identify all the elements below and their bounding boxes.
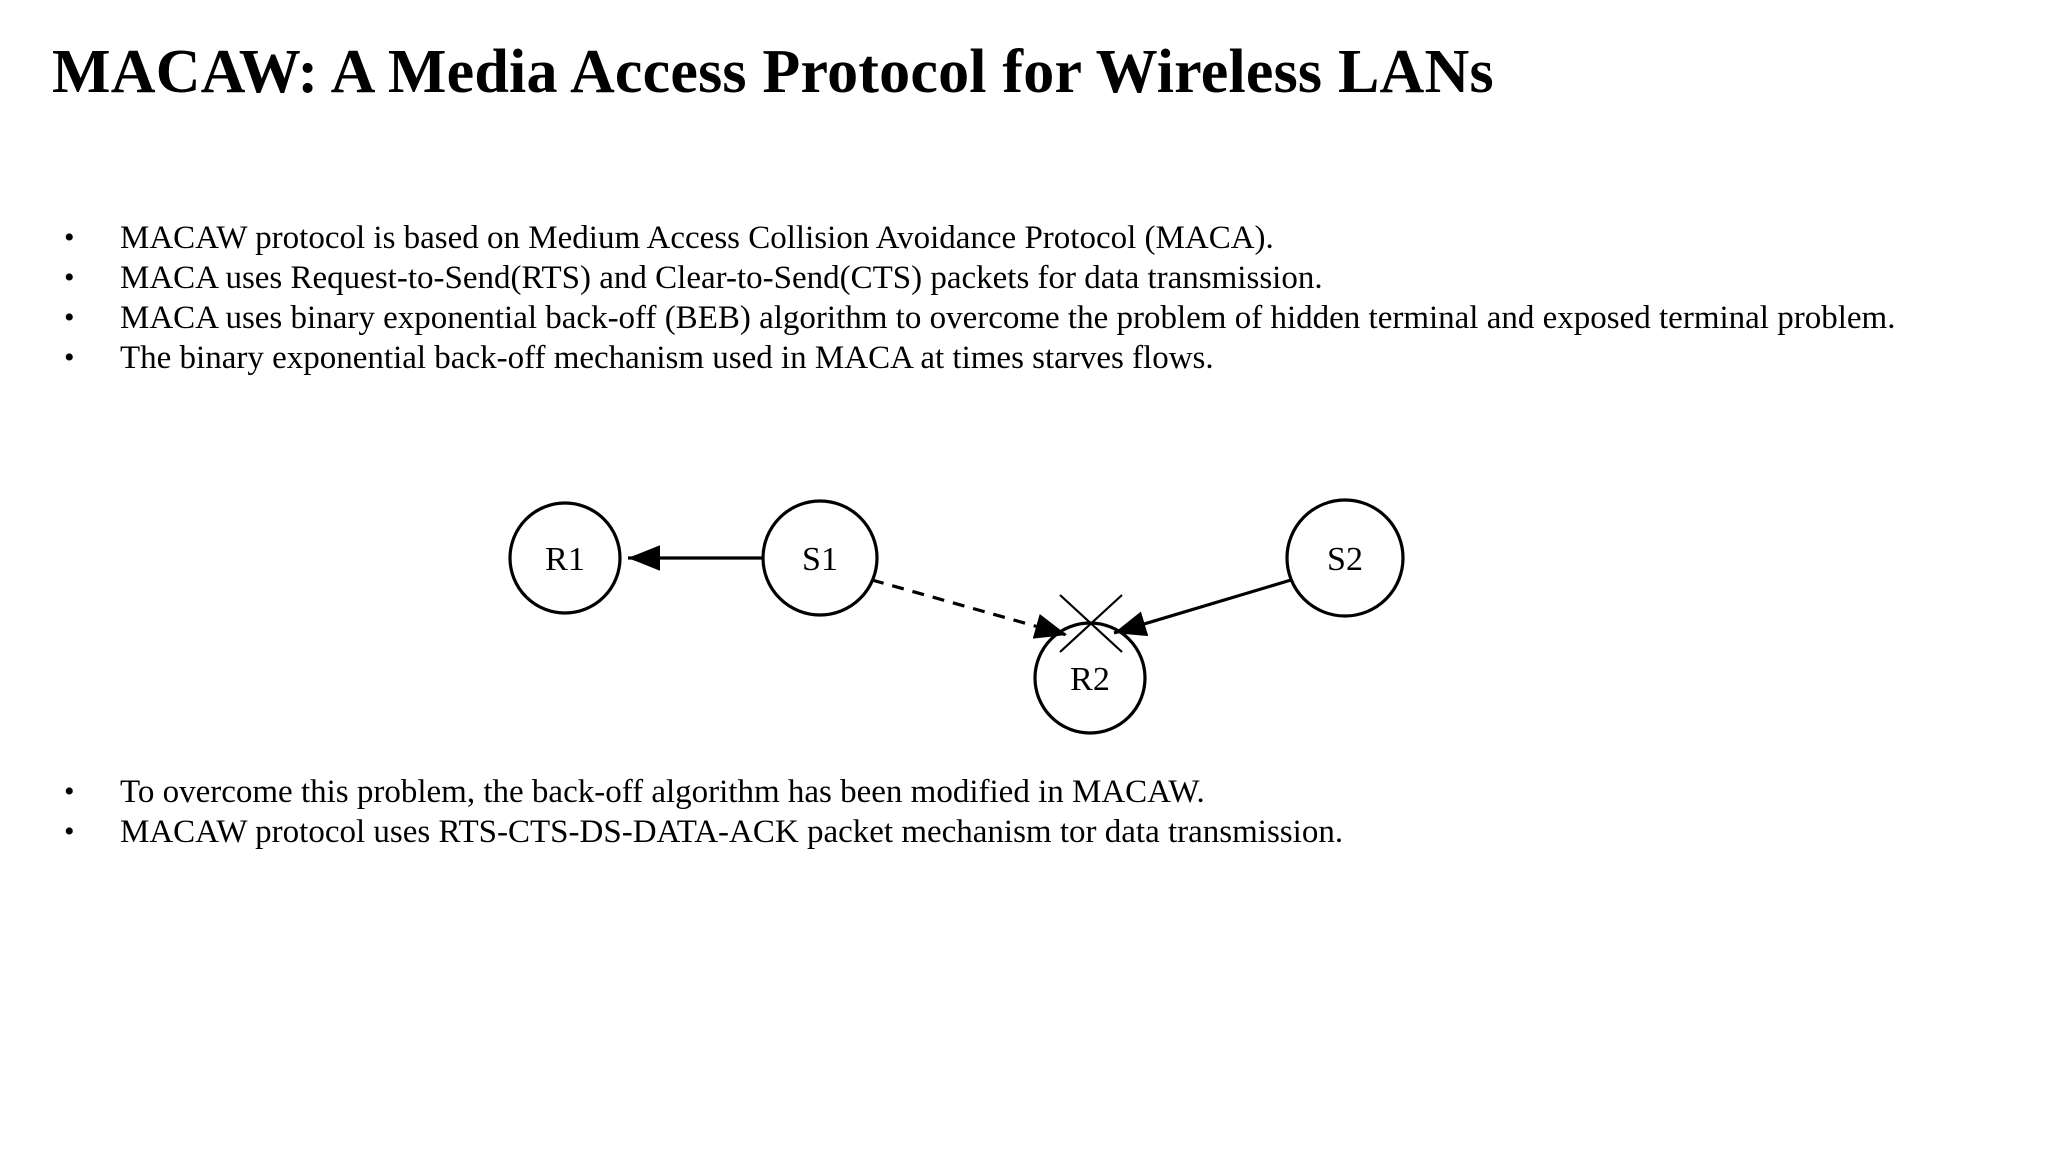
list-item: • MACA uses binary exponential back-off … <box>56 298 1996 338</box>
list-item: • MACA uses Request-to-Send(RTS) and Cle… <box>56 258 1996 298</box>
node-s1-label: S1 <box>802 541 838 578</box>
node-r2-label: R2 <box>1070 661 1110 698</box>
bullet-list-top: • MACAW protocol is based on Medium Acce… <box>56 218 1996 378</box>
list-item-text: MACAW protocol is based on Medium Access… <box>120 220 1274 256</box>
list-item-text: MACA uses binary exponential back-off (B… <box>120 300 1896 336</box>
list-item-text: MACAW protocol uses RTS-CTS-DS-DATA-ACK … <box>120 814 1344 850</box>
bullet-marker-icon: • <box>64 341 75 374</box>
node-r1-label: R1 <box>545 541 585 578</box>
bullet-marker-icon: • <box>64 815 75 848</box>
list-item: • MACAW protocol is based on Medium Acce… <box>56 218 1996 258</box>
list-item-text: MACA uses Request-to-Send(RTS) and Clear… <box>120 260 1323 296</box>
list-item: • MACAW protocol uses RTS-CTS-DS-DATA-AC… <box>56 812 1996 852</box>
bullet-marker-icon: • <box>64 221 75 254</box>
list-item-text: The binary exponential back-off mechanis… <box>120 340 1214 376</box>
bullet-marker-icon: • <box>64 775 75 808</box>
network-topology-diagram: R1 S1 R2 S2 <box>440 470 1500 750</box>
node-s2: S2 <box>1285 498 1405 618</box>
list-item-text: To overcome this problem, the back-off a… <box>120 774 1205 810</box>
list-item: • The binary exponential back-off mechan… <box>56 338 1996 378</box>
page-title: MACAW: A Media Access Protocol for Wirel… <box>52 38 1494 106</box>
node-r2: R2 <box>1033 621 1147 735</box>
edge-s1-r2 <box>871 578 1068 639</box>
edge-s2-r2 <box>1113 578 1292 637</box>
bullet-marker-icon: • <box>64 261 75 294</box>
bullet-list-bottom: • To overcome this problem, the back-off… <box>56 772 1996 852</box>
node-r1: R1 <box>508 501 622 615</box>
node-s2-label: S2 <box>1327 541 1363 578</box>
list-item: • To overcome this problem, the back-off… <box>56 772 1996 812</box>
node-s1: S1 <box>761 499 879 617</box>
bullet-marker-icon: • <box>64 301 75 334</box>
